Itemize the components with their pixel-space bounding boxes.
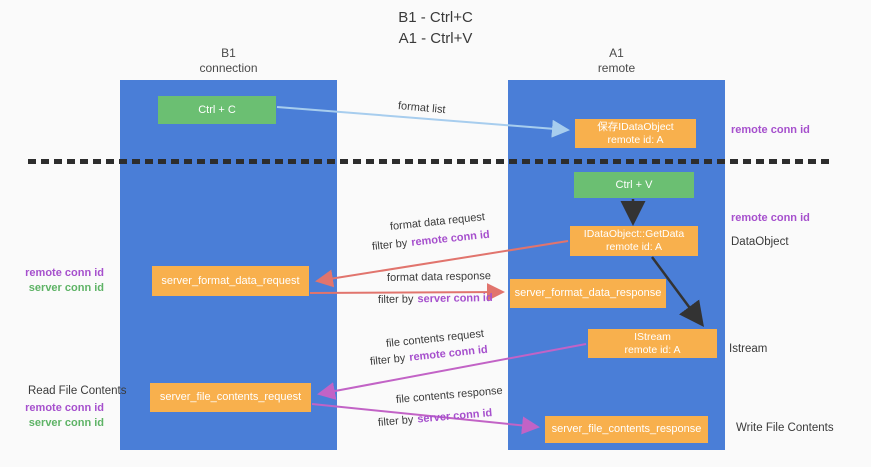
diagram-title: B1 - Ctrl+C A1 - Ctrl+V [0, 7, 871, 49]
left-column-name: B1 [221, 46, 236, 60]
server-format-data-request-label: server_format_data_request [161, 274, 300, 287]
server-file-contents-request-label: server_file_contents_request [159, 391, 302, 403]
format-list-label: format list [397, 100, 447, 117]
file-contents-response-label: file contents response [395, 384, 504, 406]
right-column-sub: remote [597, 61, 636, 75]
istream-line1: IStream [634, 330, 671, 343]
server-format-data-response-box: server_format_data_response [510, 279, 666, 308]
filter-by-text: filter by [377, 413, 414, 429]
ctrl-c-label: Ctrl + C [198, 103, 236, 116]
server-conn-id-text: server conn id [28, 417, 104, 429]
getdata-line1: IDataObject::GetData [583, 228, 685, 240]
remote-conn-id-annotation-mid: remote conn id [731, 212, 810, 224]
ctrl-v-label: Ctrl + V [615, 178, 653, 191]
remote-conn-id-text: remote conn id [25, 402, 104, 414]
istream-line2: remote id: A [624, 343, 681, 356]
istream-annotation: Istream [729, 343, 768, 355]
idataobject-getdata-box: IDataObject::GetData remote id: A [570, 226, 698, 256]
read-file-contents-annotation: Read File Contents [28, 385, 127, 397]
server-conn-id-text: server conn id [416, 407, 493, 426]
save-dataobject-line1: 保存IDataObject [597, 120, 674, 133]
title-line-2: A1 - Ctrl+V [398, 30, 473, 47]
save-dataobject-line2: remote id: A [607, 133, 664, 146]
right-column-name: A1 [609, 46, 624, 60]
dataobject-annotation: DataObject [731, 236, 789, 248]
istream-box: IStream remote id: A [588, 329, 717, 358]
ctrl-v-box: Ctrl + V [574, 172, 694, 198]
ctrl-c-box: Ctrl + C [158, 96, 276, 124]
save-dataobject-box: 保存IDataObject remote id: A [575, 119, 696, 148]
server-conn-id-text: server conn id [28, 282, 104, 294]
title-line-1: B1 - Ctrl+C [398, 9, 473, 26]
remote-conn-id-text: remote conn id [25, 267, 104, 279]
filter-by-text: filter by [377, 293, 414, 306]
filter-by-text: filter by [369, 352, 406, 368]
left-column-header: B1 connection [120, 46, 337, 76]
filter-by-text: filter by [371, 237, 408, 253]
left-conn-id-annotation-mid: remote conn id server conn id [0, 266, 104, 296]
server-file-contents-response-box: server_file_contents_response [545, 416, 708, 443]
server-format-data-response-label: server_format_data_response [514, 287, 662, 299]
server-file-contents-response-label: server_file_contents_response [551, 423, 702, 435]
right-column-header: A1 remote [508, 46, 725, 76]
remote-conn-id-annotation-top: remote conn id [731, 124, 810, 136]
left-conn-id-annotation-bottom: remote conn id server conn id [0, 401, 104, 431]
format-data-response-label: format data response [386, 270, 492, 284]
left-column-sub: connection [199, 61, 258, 75]
remote-conn-id-text: remote conn id [410, 228, 491, 249]
remote-conn-id-text: remote conn id [408, 343, 489, 364]
server-format-data-request-box: server_format_data_request [152, 266, 309, 296]
write-file-contents-annotation: Write File Contents [736, 422, 834, 434]
server-conn-id-text: server conn id [417, 291, 493, 306]
phase-separator-dashed-line [28, 159, 833, 164]
getdata-line2: remote id: A [605, 241, 663, 253]
server-file-contents-request-box: server_file_contents_request [150, 383, 311, 412]
